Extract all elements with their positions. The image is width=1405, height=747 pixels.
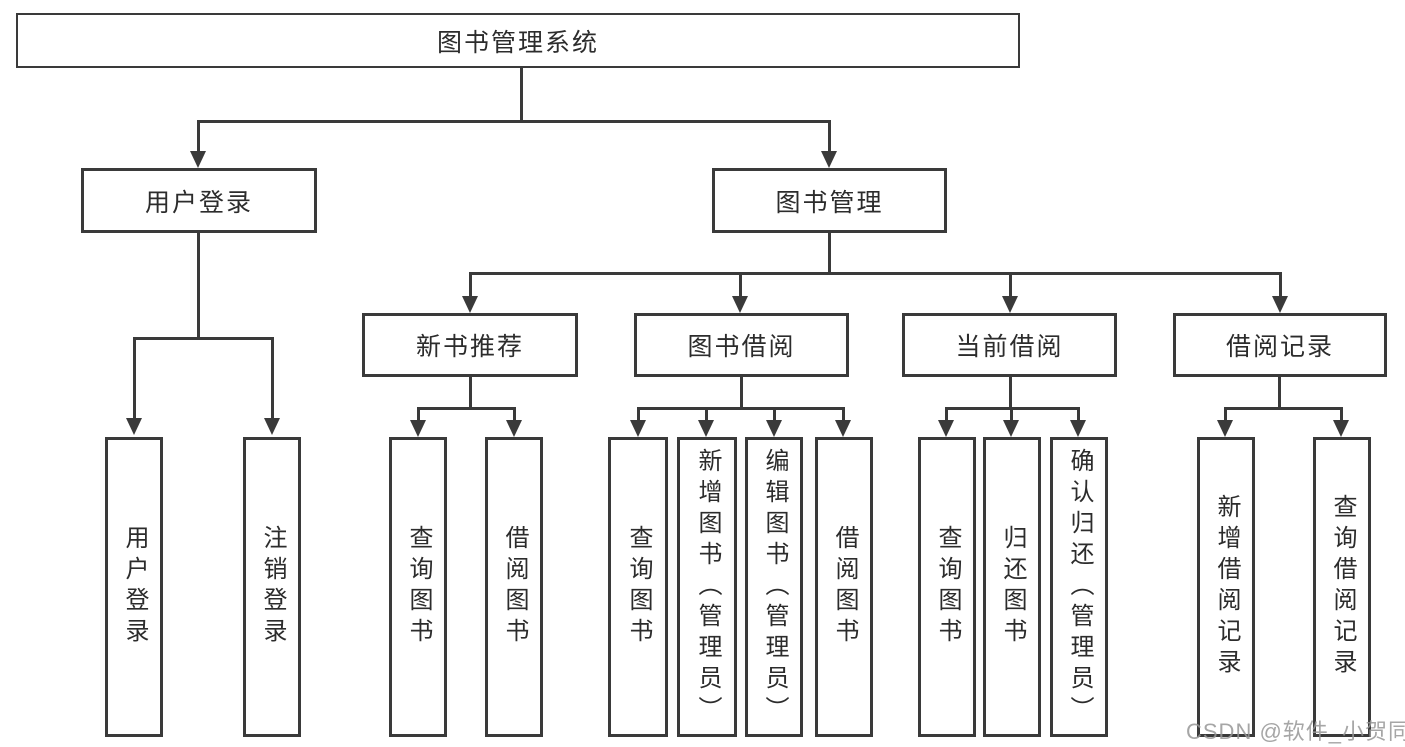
arrowhead-icon [126, 418, 142, 435]
leaf-query-books-recommend: 查询图书 [389, 437, 447, 737]
connector-line [133, 337, 136, 418]
leaf-borrow-books-borrow: 借阅图书 [815, 437, 873, 737]
connector-line [1279, 272, 1282, 298]
connector-line [637, 407, 640, 422]
connector-line [1278, 377, 1281, 407]
leaf-return-book: 归还图书 [983, 437, 1041, 737]
connector-line [520, 68, 523, 120]
connector-line [1224, 407, 1342, 410]
connector-line [842, 407, 845, 422]
connector-line [637, 407, 845, 410]
connector-line [417, 407, 515, 410]
connector-line [705, 407, 708, 422]
connector-line [1224, 407, 1227, 422]
arrowhead-icon [821, 151, 837, 168]
arrowhead-icon [1002, 296, 1018, 313]
connector-line [1009, 377, 1012, 408]
connector-line [1340, 407, 1343, 422]
node-new-book-recommend: 新书推荐 [362, 313, 578, 377]
node-book-management: 图书管理 [712, 168, 947, 233]
arrowhead-icon [766, 420, 782, 437]
arrowhead-icon [506, 420, 522, 437]
arrowhead-icon [190, 151, 206, 168]
connector-line [197, 120, 831, 123]
connector-line [828, 120, 831, 153]
arrowhead-icon [835, 420, 851, 437]
leaf-add-book-admin: 新增图书（管理员） [677, 437, 737, 737]
leaf-edit-book-admin: 编辑图书（管理员） [745, 437, 803, 737]
connector-line [197, 233, 200, 337]
node-borrow-record: 借阅记录 [1173, 313, 1387, 377]
connector-line [945, 407, 948, 422]
node-root: 图书管理系统 [16, 13, 1020, 68]
arrowhead-icon [264, 418, 280, 435]
connector-line [469, 272, 472, 298]
connector-line [1077, 407, 1080, 422]
connector-line [469, 272, 1281, 275]
leaf-logout: 注销登录 [243, 437, 301, 737]
connector-line [133, 337, 274, 340]
leaf-query-books-current: 查询图书 [918, 437, 976, 737]
leaf-query-books-borrow: 查询图书 [608, 437, 668, 737]
leaf-query-borrow-record: 查询借阅记录 [1313, 437, 1371, 737]
arrowhead-icon [698, 420, 714, 437]
arrowhead-icon [410, 420, 426, 437]
connector-line [1010, 407, 1013, 422]
connector-line [271, 337, 274, 418]
arrowhead-icon [938, 420, 954, 437]
connector-line [469, 377, 472, 407]
connector-line [197, 120, 200, 153]
arrowhead-icon [732, 296, 748, 313]
node-current-borrow: 当前借阅 [902, 313, 1117, 377]
arrowhead-icon [462, 296, 478, 313]
arrowhead-icon [1217, 420, 1233, 437]
arrowhead-icon [1003, 420, 1019, 437]
arrowhead-icon [1272, 296, 1288, 313]
connector-line [773, 407, 776, 422]
connector-line [828, 233, 831, 272]
watermark: CSDN @软件_小贺同学 [1186, 719, 1405, 744]
leaf-add-borrow-record: 新增借阅记录 [1197, 437, 1255, 737]
node-user-login: 用户登录 [81, 168, 317, 233]
node-book-borrow: 图书借阅 [634, 313, 849, 377]
leaf-confirm-return-admin: 确认归还（管理员） [1050, 437, 1108, 737]
arrowhead-icon [1070, 420, 1086, 437]
connector-line [417, 407, 420, 422]
leaf-user-login: 用户登录 [105, 437, 163, 737]
leaf-borrow-books-recommend: 借阅图书 [485, 437, 543, 737]
arrowhead-icon [630, 420, 646, 437]
connector-line [1009, 272, 1012, 298]
connector-line [513, 407, 516, 422]
connector-line [739, 272, 742, 298]
connector-line [740, 377, 743, 407]
arrowhead-icon [1333, 420, 1349, 437]
